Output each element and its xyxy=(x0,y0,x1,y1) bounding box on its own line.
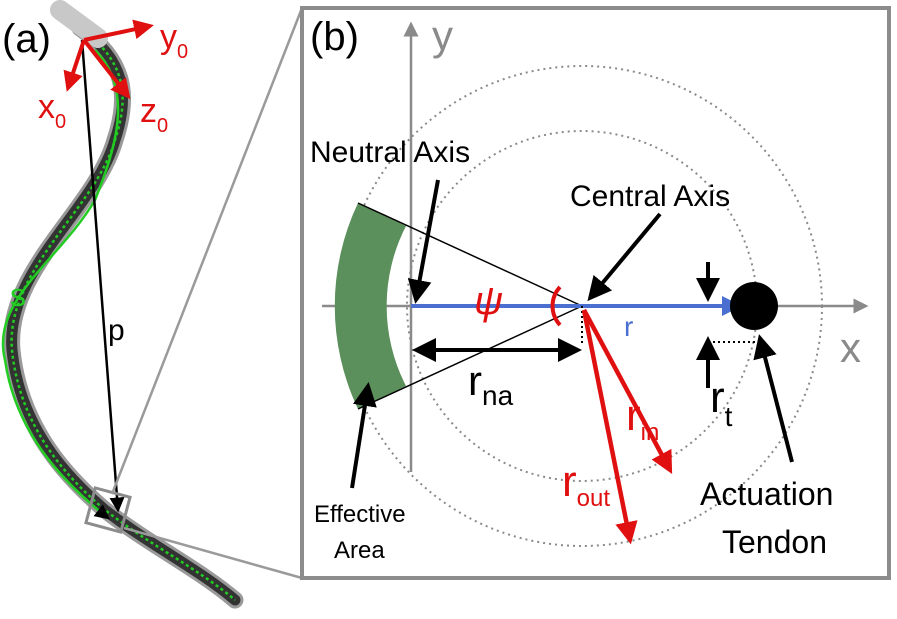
panel-b-frame xyxy=(300,6,891,580)
robot-base xyxy=(50,0,108,48)
x0-axis-arrow xyxy=(63,39,86,92)
sector-edge-bottom xyxy=(357,305,583,410)
y0-label: y0 xyxy=(160,18,188,63)
zoom-line-top xyxy=(110,7,304,495)
rin-vector xyxy=(582,308,673,474)
position-vector xyxy=(80,39,125,513)
y-axis-label: y xyxy=(432,12,453,59)
x-axis-label: x xyxy=(840,324,861,371)
rt-label: rt xyxy=(710,373,733,432)
actuation-tendon-label-line2: Tendon xyxy=(722,524,827,560)
arc-length-label: s xyxy=(10,277,26,313)
effective-area-arrow xyxy=(350,382,377,489)
z0-axis-arrow xyxy=(82,38,131,100)
psi-arc xyxy=(550,285,562,327)
panel-b-label: (b) xyxy=(310,15,359,59)
zoom-line-bottom xyxy=(123,526,303,580)
central-axis-label: Central Axis xyxy=(570,180,730,213)
rna-label: rna xyxy=(468,357,514,411)
rout-label: rout xyxy=(562,457,610,512)
outer-radius-circle xyxy=(341,65,823,547)
central-axis-arrow xyxy=(587,212,662,302)
sector-edge-top xyxy=(357,202,583,307)
panel-a: (a) s p y0 x0 z0 xyxy=(1,0,304,609)
actuation-tendon-arrow xyxy=(753,334,794,463)
psi-label: ψ xyxy=(474,279,503,323)
y0-axis-arrow xyxy=(83,19,154,42)
x0-label: x0 xyxy=(38,88,66,133)
effective-area xyxy=(334,203,406,409)
rin-label: rin xyxy=(626,391,659,446)
effective-area-label-line1: Effective xyxy=(314,501,406,528)
actuation-tendon-label-line1: Actuation xyxy=(700,476,833,512)
neutral-axis-label: Neutral Axis xyxy=(310,136,470,169)
effective-area-label-line2: Area xyxy=(334,537,385,564)
position-label: p xyxy=(108,314,125,347)
actuation-tendon xyxy=(730,282,778,330)
radius-label: r xyxy=(624,311,633,342)
neutral-axis-arrow xyxy=(407,179,440,304)
robot-backbone xyxy=(10,26,236,601)
z0-label: z0 xyxy=(140,92,168,137)
base-frame: y0 x0 z0 xyxy=(38,18,188,137)
arc-length-curve xyxy=(1,49,120,520)
panel-a-label: (a) xyxy=(2,17,51,61)
rout-vector xyxy=(581,309,638,545)
panel-b: (b) y x r ψ rt rna rin rout xyxy=(300,6,891,580)
